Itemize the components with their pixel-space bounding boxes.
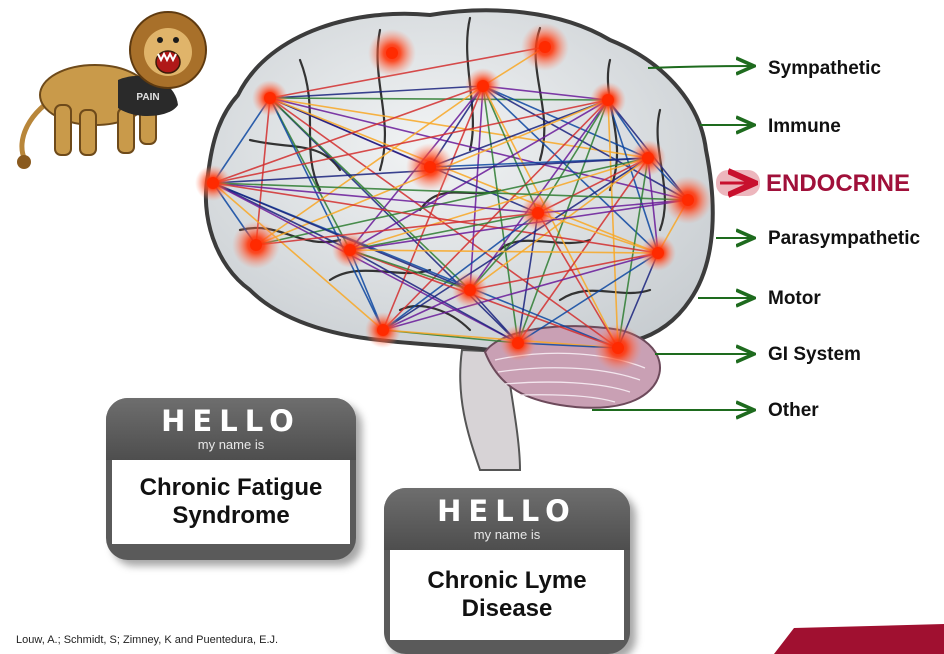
output-label-immune: Immune bbox=[768, 116, 841, 138]
output-label-other: Other bbox=[768, 400, 819, 422]
output-label-endocrine: ENDOCRINE bbox=[766, 170, 910, 198]
output-label-sympathetic: Sympathetic bbox=[768, 58, 881, 80]
hello-text: HELLO bbox=[106, 398, 356, 438]
name-tag-footer bbox=[384, 640, 630, 654]
citation-text: Louw, A.; Schmidt, S; Zimney, K and Puen… bbox=[16, 634, 278, 646]
name-tag-header: HELLO my name is bbox=[106, 398, 356, 460]
name-tag-name-line-2: Syndrome bbox=[112, 502, 350, 530]
brain-node bbox=[377, 324, 389, 336]
lion-leg-2 bbox=[80, 110, 96, 155]
brain-node bbox=[652, 247, 664, 259]
brain-node bbox=[250, 239, 262, 251]
name-tag-footer bbox=[106, 544, 356, 560]
lion-leg-3 bbox=[118, 108, 134, 153]
brain-node bbox=[477, 80, 489, 92]
name-tag-header: HELLO my name is bbox=[384, 488, 630, 550]
lion-leg-1 bbox=[55, 105, 71, 155]
corner-decoration bbox=[744, 624, 944, 654]
name-tag-name-line-1: Chronic Lyme bbox=[390, 567, 624, 595]
output-label-parasympathetic: Parasympathetic bbox=[768, 228, 920, 250]
name-tag-chronic-lyme: HELLO my name is Chronic Lyme Disease bbox=[384, 488, 630, 654]
brain-node bbox=[532, 207, 544, 219]
name-tag-body: Chronic Fatigue Syndrome bbox=[112, 460, 350, 544]
name-tag-name-line-1: Chronic Fatigue bbox=[112, 474, 350, 502]
brain-node bbox=[386, 47, 398, 59]
brain-node bbox=[612, 342, 624, 354]
brain-node bbox=[602, 94, 614, 106]
hello-text: HELLO bbox=[384, 488, 630, 528]
lion-shirt-text: PAIN bbox=[136, 92, 159, 103]
brain-node bbox=[642, 152, 654, 164]
name-tag-chronic-fatigue: HELLO my name is Chronic Fatigue Syndrom… bbox=[106, 398, 356, 560]
output-label-motor: Motor bbox=[768, 288, 821, 310]
brain-node bbox=[264, 92, 276, 104]
output-label-gi-system: GI System bbox=[768, 344, 861, 366]
lion-eye-left bbox=[157, 37, 163, 43]
brain-node bbox=[539, 41, 551, 53]
brain-node bbox=[344, 244, 356, 256]
name-tag-name-line-2: Disease bbox=[390, 595, 624, 623]
arrow-sympathetic bbox=[648, 66, 752, 68]
lion-illustration: PAIN bbox=[17, 12, 206, 169]
brain-node bbox=[682, 194, 694, 206]
brain-node bbox=[464, 284, 476, 296]
name-tag-body: Chronic Lyme Disease bbox=[390, 550, 624, 640]
my-name-is-text: my name is bbox=[384, 528, 630, 542]
lion-tail-tuft bbox=[17, 155, 31, 169]
my-name-is-text: my name is bbox=[106, 438, 356, 452]
brain-node bbox=[512, 337, 524, 349]
brain-node bbox=[207, 177, 219, 189]
brain-node bbox=[424, 161, 436, 173]
lion-eye-right bbox=[173, 37, 179, 43]
